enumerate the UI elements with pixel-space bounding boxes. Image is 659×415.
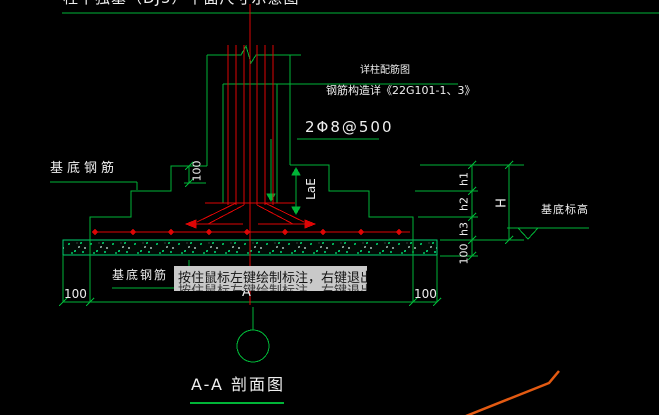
dim-h3: h3	[457, 222, 471, 236]
section-title: A-A 剖面图	[191, 375, 286, 394]
status-tooltip-text: 按住鼠标左键绘制标注，右键退出	[178, 271, 367, 286]
status-tooltip-ghost: 按住鼠标左键绘制标注，右键退出	[178, 280, 367, 291]
dim-overhang-left: 100	[64, 287, 87, 301]
section-marker-letter: A	[242, 285, 251, 300]
anchorage-length-label: LaE	[304, 178, 318, 200]
rebar-standard-note: 钢筋构造详《22G101-1、3》	[326, 84, 476, 97]
dim-overhang-right: 100	[414, 287, 437, 301]
base-elevation-label: 基底标高	[541, 203, 589, 216]
dim-h2: h2	[457, 197, 471, 211]
dim-h1: h1	[457, 172, 471, 186]
drawing-title-top: 柱下独基（DJ5）平面尺寸示意图	[63, 0, 300, 7]
column-detail-label: 详柱配筋图	[360, 65, 410, 76]
green-linework	[50, 12, 659, 404]
rebar-linework	[91, 4, 410, 305]
base-rebar-label-bottom: 基底钢筋	[112, 268, 169, 282]
status-tooltip: 按住鼠标左键绘制标注，右键退出 按住鼠标左键绘制标注，右键退出	[174, 266, 367, 291]
stirrup-spacing-label: 2Φ8@500	[305, 118, 394, 136]
dim-cushion-thickness: 100	[457, 243, 471, 265]
base-rebar-label-left: 基底钢筋	[50, 161, 119, 176]
dim-total-height: H	[494, 198, 510, 208]
orange-line	[465, 370, 560, 415]
dim-column-offset: 100	[190, 160, 204, 182]
